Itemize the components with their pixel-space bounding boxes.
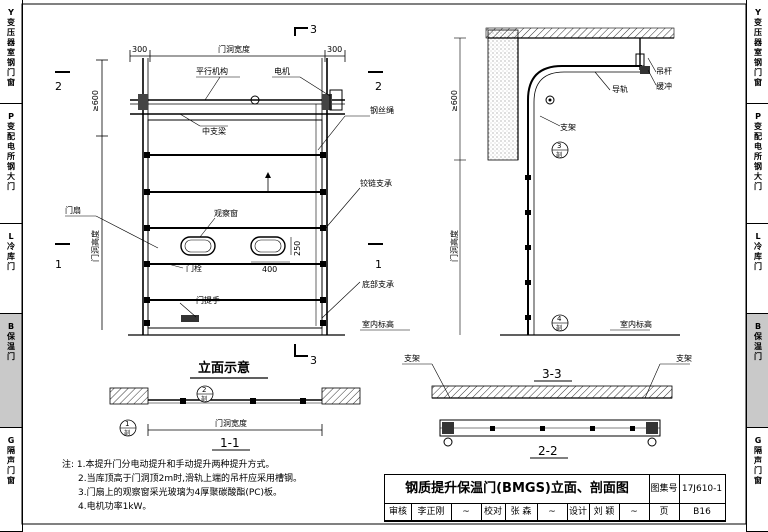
label-rail: 导轨	[612, 84, 628, 94]
check-label: 校对	[481, 504, 506, 521]
elev-height-label: 门洞高度	[90, 230, 100, 262]
label-bottom: 底部支承	[362, 279, 394, 289]
bubble-2-top: 2	[202, 386, 206, 394]
label-hanger: 吊杆	[656, 66, 672, 76]
notes-prefix: 注:	[62, 460, 75, 470]
dim-300-right: 300	[327, 45, 342, 54]
bubble-4-bottom: 剖	[556, 324, 562, 332]
elevation-caption: 立面示意	[198, 360, 250, 376]
label-support-l: 支架	[404, 353, 420, 363]
design-label: 设计	[567, 504, 590, 521]
label-handle: 门提手	[196, 295, 220, 305]
label-support-r: 支架	[676, 353, 692, 363]
dim-300-left: 300	[132, 45, 147, 54]
plan-1-1: 门洞宽度 1-1 2 剖 1 剖	[109, 385, 361, 451]
label-parallel: 平行机构	[196, 66, 228, 76]
checker-signature: ~	[537, 504, 568, 521]
bubble-4-top: 4	[557, 315, 562, 323]
note-2: 2.当库顶高于门洞顶2m时,滑轨上端的吊杆应采用槽钢。	[78, 474, 302, 484]
section-1-left: 1	[55, 258, 62, 271]
bubble-1-bottom: 剖	[124, 429, 130, 437]
section-3-3-caption: 3-3	[542, 367, 562, 381]
label-floor: 室内标高	[362, 319, 394, 329]
label-bolt: 门栓	[186, 263, 202, 273]
section-3-3: 3-3 支架 支架	[402, 353, 692, 399]
note-3: 3.门扇上的观察窗采光玻璃为4厚聚碳酸酯(PC)板。	[78, 488, 283, 498]
designer-signature: ~	[619, 504, 650, 521]
label-buffer: 缓冲	[656, 81, 672, 91]
dim-400: 400	[262, 265, 277, 274]
note-1: 1.本提升门分电动提升和手动提升两种提升方式。	[76, 460, 275, 470]
checker-name: 张 森	[505, 504, 538, 521]
section-3-bottom: 3	[310, 354, 317, 367]
section-2-2-caption: 2-2	[538, 444, 558, 458]
reviewer-signature: ~	[451, 504, 482, 521]
section-1-right: 1	[375, 258, 382, 271]
sheet-frame	[21, 3, 747, 525]
atlas-label: 图集号	[649, 475, 680, 504]
title-block: 钢质提升保温门(BMGS)立面、剖面图 图集号 17J610-1 审核 李正刚 …	[384, 474, 726, 522]
label-hinge: 铰链支承	[360, 178, 392, 188]
sect-over600: ≥600	[450, 90, 459, 112]
section-2-left: 2	[55, 80, 62, 93]
review-label: 审核	[385, 504, 412, 521]
plan-caption: 1-1	[220, 436, 240, 450]
bubble-1-top: 1	[125, 420, 129, 428]
section-2-2: 2-2	[439, 419, 661, 459]
drawing-title: 钢质提升保温门(BMGS)立面、剖面图	[385, 475, 650, 504]
reviewer-name: 李正刚	[411, 504, 452, 521]
bubble-2-bottom: 剖	[201, 395, 207, 403]
label-leaf: 门扇	[65, 205, 81, 215]
label-support: 支架	[560, 122, 576, 132]
elev-width-label: 门洞宽度	[218, 44, 250, 54]
page-number: B16	[679, 504, 725, 521]
side-section-view: ≥600 门洞高度 吊杆 缓冲 导轨 支架 室内标高	[449, 27, 680, 336]
elev-over600: ≥600	[91, 90, 100, 112]
page-label: 页	[649, 504, 680, 521]
note-4: 4.电机功率1kW。	[78, 502, 152, 512]
label-mid-beam: 中支梁	[202, 126, 226, 136]
sect-height-label: 门洞高度	[449, 230, 459, 262]
section-2-right: 2	[375, 80, 382, 93]
elevation-view: 300 300 门洞宽度 ≥600 门洞高度	[55, 23, 410, 379]
section-3-top: 3	[310, 23, 317, 36]
designer-name: 刘 颖	[589, 504, 620, 521]
notes: 注: 1.本提升门分电动提升和手动提升两种提升方式。 2.当库顶高于门洞顶2m时…	[62, 458, 302, 514]
label-wire: 钢丝绳	[370, 105, 394, 115]
label-window: 观察窗	[214, 208, 238, 218]
dim-250: 250	[293, 241, 302, 256]
atlas-number: 17J610-1	[679, 475, 725, 504]
label-floor-2: 室内标高	[620, 319, 652, 329]
plan-width-label: 门洞宽度	[215, 418, 247, 428]
bubble-3-bottom: 剖	[556, 151, 562, 159]
bubble-3-top: 3	[557, 142, 561, 150]
label-motor: 电机	[274, 66, 290, 76]
